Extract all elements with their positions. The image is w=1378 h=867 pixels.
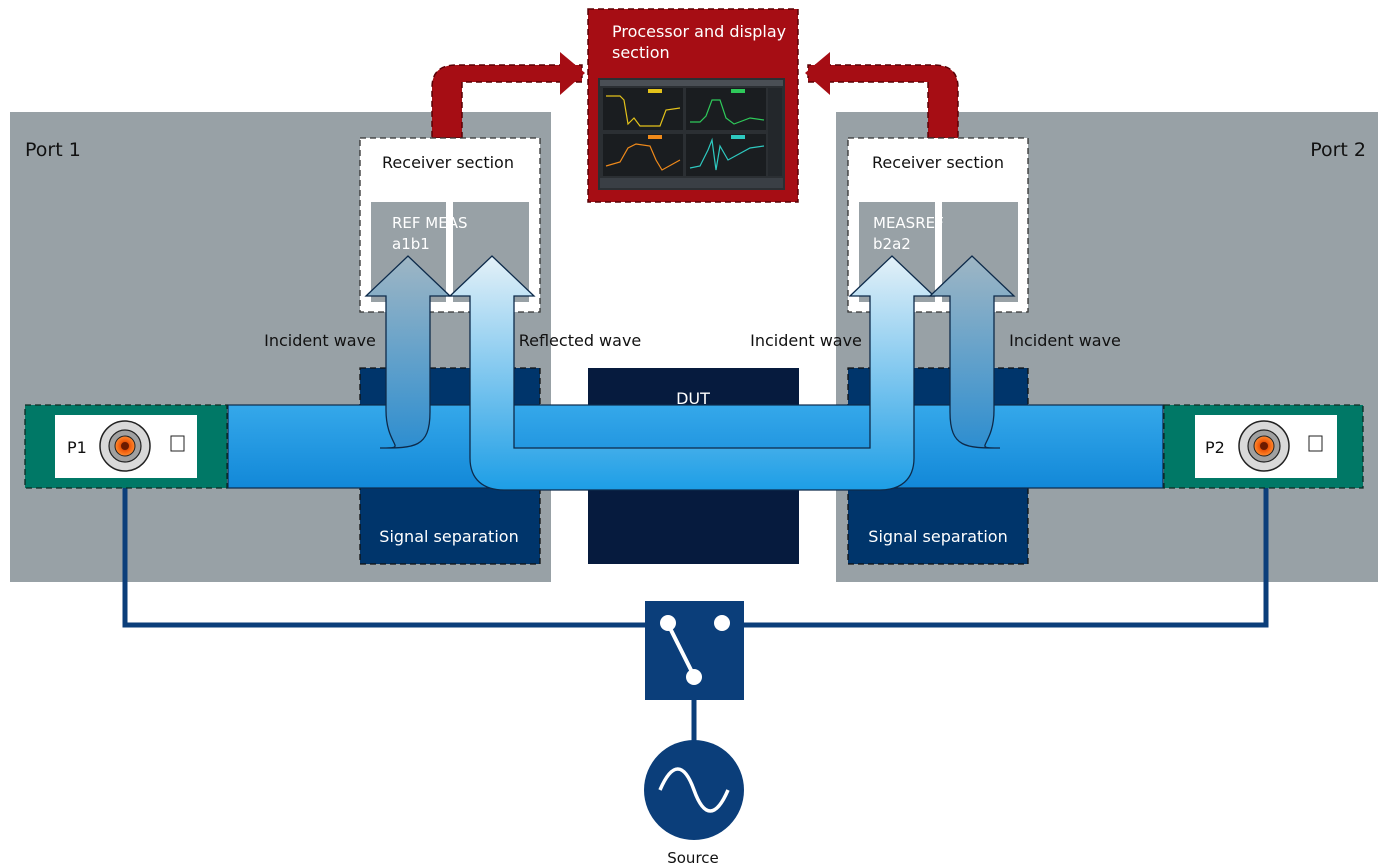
port1-receiver-title: Receiver section bbox=[382, 153, 514, 172]
port1-ref-label-line2: a1b1 bbox=[392, 235, 430, 253]
port2-signal-separation-label: Signal separation bbox=[868, 527, 1007, 546]
p1-connector-label: P1 bbox=[67, 438, 87, 457]
processor-link-left-tip bbox=[560, 52, 585, 95]
connector-icon bbox=[99, 420, 151, 472]
port1-incident-wave-label: Incident wave bbox=[264, 331, 376, 350]
sine-source-icon bbox=[644, 740, 744, 840]
port2-receiver-title: Receiver section bbox=[872, 153, 1004, 172]
source-wire-left bbox=[122, 488, 645, 628]
port1-signal-separation-label: Signal separation bbox=[379, 527, 518, 546]
p1-checkbox bbox=[170, 435, 185, 452]
port1-incident-arrow bbox=[364, 255, 452, 449]
port2-incident-wave-label-right: Incident wave bbox=[1009, 331, 1121, 350]
port2-title: Port 2 bbox=[1310, 139, 1366, 161]
connector-icon bbox=[1238, 420, 1290, 472]
port1-title: Port 1 bbox=[25, 139, 81, 161]
screen-icon bbox=[598, 78, 785, 190]
source-label: Source bbox=[667, 849, 719, 867]
dut-label: DUT bbox=[676, 389, 710, 408]
processor-title-line1: Processor and display bbox=[612, 22, 786, 41]
source-wire-right bbox=[744, 488, 1269, 628]
port2-ref-label-line2: b2a2 bbox=[873, 235, 911, 253]
p2-checkbox bbox=[1308, 435, 1323, 452]
port1-ref-label-line1: REF MEAS bbox=[392, 214, 468, 232]
p2-connector-label: P2 bbox=[1205, 438, 1225, 457]
port1-reflected-wave-label: Reflected wave bbox=[519, 331, 642, 350]
port2-incident-arrow bbox=[928, 255, 1016, 449]
port2-incident-wave-label-left: Incident wave bbox=[750, 331, 862, 350]
processor-title-line2: section bbox=[612, 43, 670, 62]
port2-ref-label-line1: MEASREF bbox=[873, 214, 944, 232]
processor-link-right-tip bbox=[805, 52, 830, 95]
reflected-wave-arrow bbox=[448, 255, 936, 491]
switch-icon bbox=[645, 601, 744, 700]
